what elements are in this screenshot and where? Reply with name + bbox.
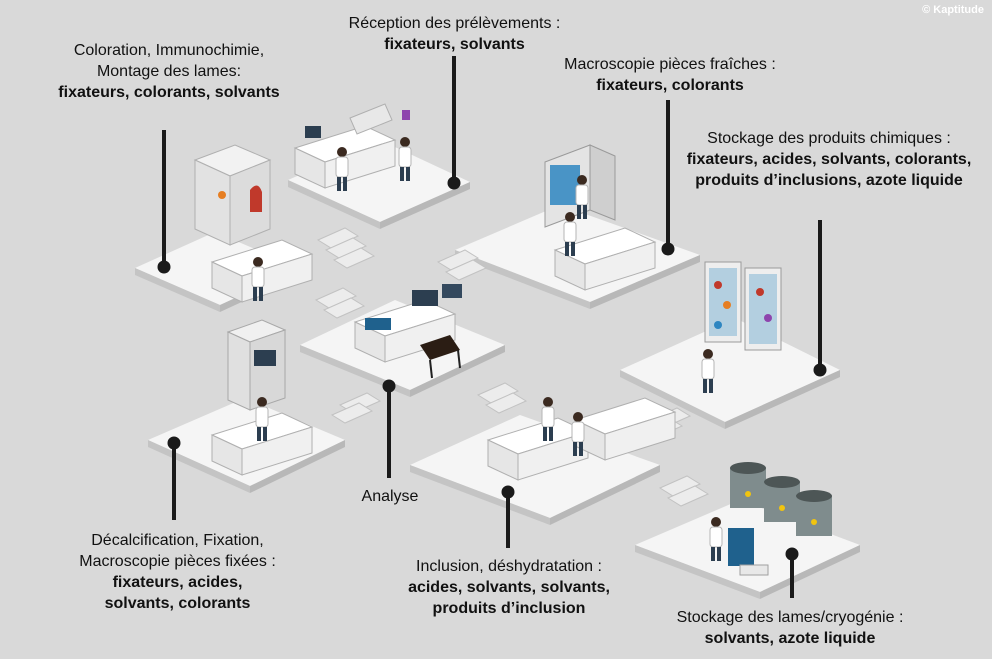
label-chemicals: fixateurs, acides, solvants, colorants <box>104 574 251 612</box>
label-line: Décalcification, Fixation, <box>91 532 264 549</box>
sample-box-icon <box>402 110 410 120</box>
chemical-fridge <box>704 261 782 351</box>
leader-lines <box>157 56 827 598</box>
label-macroscopie-fraiches: Macroscopie pièces fraîches : fixateurs,… <box>530 54 810 96</box>
fume-hood <box>193 144 272 246</box>
label-chemicals: fixateurs, acides, solvants, colorants, … <box>686 151 972 189</box>
copyright-text: © Kaptitude <box>922 4 984 16</box>
cryo-tanks <box>730 462 832 536</box>
platform-stockage-chimiques <box>620 318 840 429</box>
label-line: Réception des prélèvements : <box>348 15 561 32</box>
monitor-icon <box>412 290 438 306</box>
label-decalcification: Décalcification, Fixation, Macroscopie p… <box>45 530 310 614</box>
label-line: Montage des lames: <box>96 63 242 80</box>
microscope-icon <box>365 318 391 330</box>
label-inclusion: Inclusion, déshydratation : acides, solv… <box>378 556 640 619</box>
chair <box>420 335 461 379</box>
label-line: Stockage des produits chimiques : <box>707 130 951 147</box>
label-chemicals: fixateurs, colorants <box>596 77 744 94</box>
cryo-cart <box>728 528 769 576</box>
label-chemicals: fixateurs, colorants, solvants <box>58 84 280 101</box>
label-stockage-lames: Stockage des lames/cryogénie : solvants,… <box>650 607 930 649</box>
label-line: Coloration, Immunochimie, <box>73 42 265 59</box>
monitor-icon <box>442 284 462 298</box>
label-chemicals: acides, solvants, solvants, produits d’i… <box>408 579 610 617</box>
label-line: Stockage des lames/cryogénie : <box>676 609 904 626</box>
equipment-cabinet <box>226 319 287 411</box>
label-line: Macroscopie pièces fraîches : <box>564 56 776 73</box>
inclusion-bench-2 <box>574 397 676 461</box>
label-reception: Réception des prélèvements : fixateurs, … <box>312 13 597 55</box>
label-stockage-chimiques: Stockage des produits chimiques : fixate… <box>684 128 974 191</box>
label-coloration: Coloration, Immunochimie, Montage des la… <box>28 40 310 103</box>
monitor-icon <box>305 126 321 138</box>
label-line: Macroscopie pièces fixées : <box>79 553 276 570</box>
label-line: Analyse <box>361 488 419 505</box>
label-line: Inclusion, déshydratation : <box>416 558 602 575</box>
label-analyse: Analyse <box>340 486 440 507</box>
label-chemicals: solvants, azote liquide <box>704 630 876 647</box>
label-chemicals: fixateurs, solvants <box>384 36 525 53</box>
